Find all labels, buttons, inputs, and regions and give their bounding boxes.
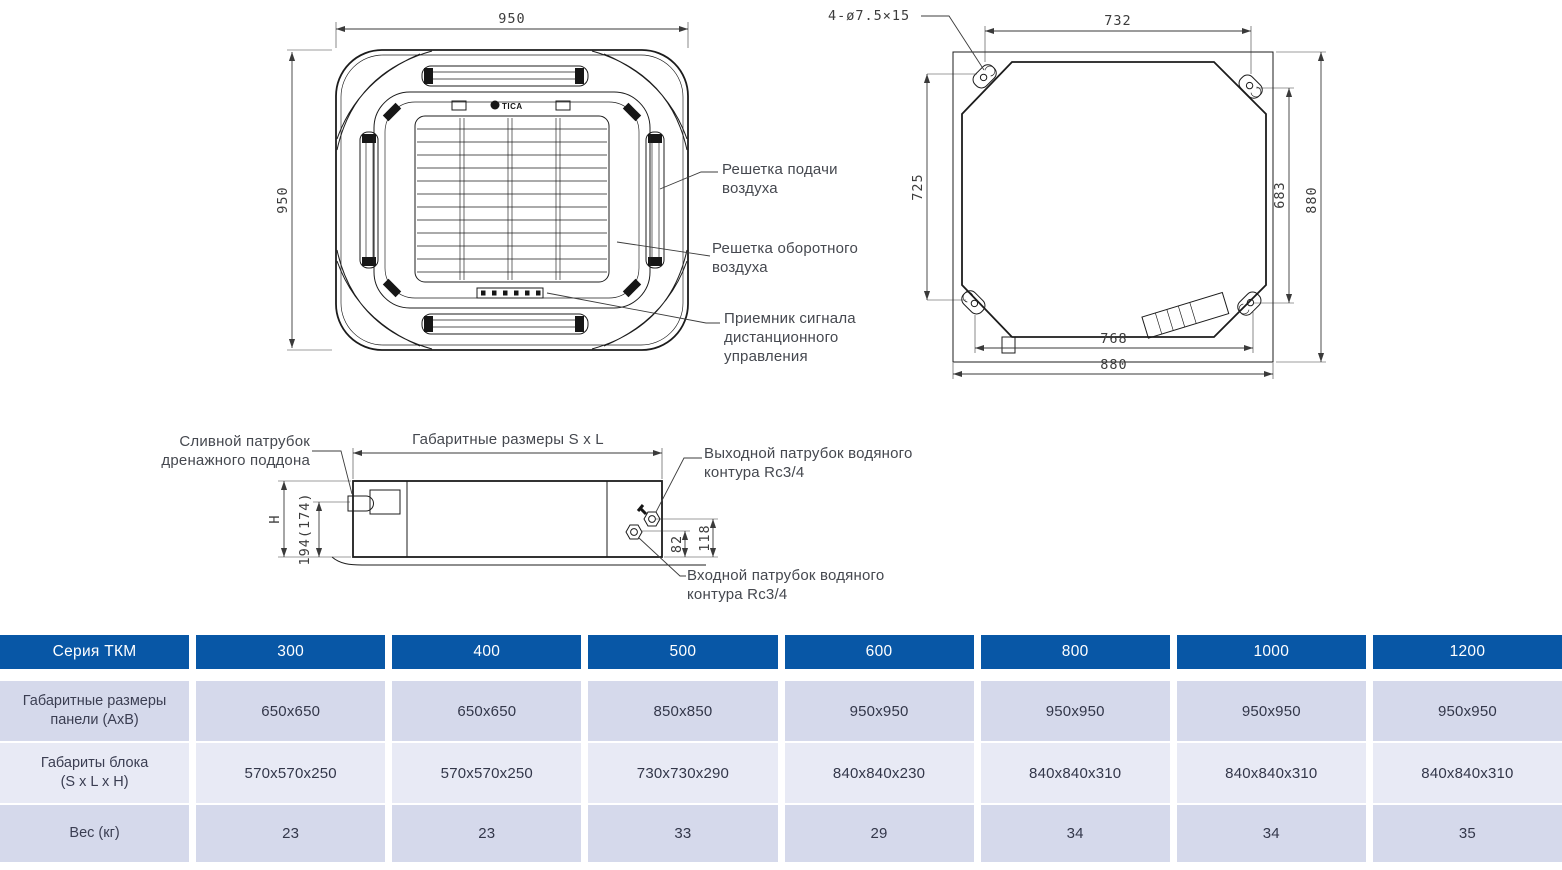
spec-cell: 950x950 — [1372, 681, 1562, 741]
row-label-line1: Вес (кг) — [69, 825, 120, 842]
spec-cell: 23 — [196, 805, 386, 862]
spec-cell: 850x850 — [588, 681, 778, 741]
mounting-lug — [961, 290, 986, 315]
water-outlet-label: Выходной патрубок водяного контура Rc3/4 — [704, 445, 913, 482]
front-view-drawing: 950 950 — [275, 11, 720, 351]
overall-dimensions-label: Габаритные размеры S x L — [412, 431, 604, 448]
model-header-cell: 400 — [392, 635, 582, 669]
brand-logo-text: TICA — [502, 102, 523, 111]
side-dim-194: 194(174) — [297, 492, 313, 565]
row-label-line2: (S x L x H) — [60, 774, 129, 790]
spec-cell: 29 — [784, 805, 974, 862]
row-label-panel-dimensions: Габаритные размеры панели (АхВ) — [0, 681, 190, 741]
drain-tab — [1001, 336, 1016, 354]
spec-cell: 570x570x250 — [196, 743, 386, 803]
row-label-line1: Габаритные размеры — [22, 693, 167, 710]
spec-cell: 840x840x230 — [784, 743, 974, 803]
terminal-block — [1141, 291, 1230, 339]
spec-cell: 840x840x310 — [1372, 743, 1562, 803]
top-dim-732: 732 — [1104, 13, 1131, 29]
side-view-drawing: H 194(174) 82 118 — [267, 448, 718, 577]
spec-cell: 23 — [392, 805, 582, 862]
top-dim-880-right: 880 — [1304, 186, 1320, 213]
model-header-cell: 500 — [588, 635, 778, 669]
top-dim-725: 725 — [910, 173, 926, 200]
side-dim-82: 82 — [669, 535, 685, 553]
water-inlet-label: Входной патрубок водяного контура Rc3/4 — [687, 567, 885, 604]
spec-cell: 840x840x310 — [1176, 743, 1366, 803]
screw-cover-left — [451, 100, 467, 111]
model-header-cell: 800 — [980, 635, 1170, 669]
spec-table-body: Габаритные размеры панели (АхВ) 650x650 … — [0, 681, 1562, 862]
model-header-cell: 300 — [196, 635, 386, 669]
spec-cell: 950x950 — [784, 681, 974, 741]
row-label-unit-dimensions: Габариты блока (S x L x H) — [0, 743, 190, 803]
row-label-line2: панели (АхВ) — [50, 712, 139, 728]
spec-cell: 34 — [980, 805, 1170, 862]
spec-cell: 730x730x290 — [588, 743, 778, 803]
spec-cell: 840x840x310 — [980, 743, 1170, 803]
front-height-dim: 950 — [275, 186, 291, 213]
model-header-cell: 1000 — [1176, 635, 1366, 669]
water-inlet-fitting — [625, 524, 643, 540]
signal-receiver — [476, 287, 544, 299]
corner-brackets — [382, 102, 642, 298]
spec-table-header: Серия ТКМ 300 400 500 600 800 1000 1200 — [0, 635, 1562, 669]
supply-grille-label: Решетка подачи воздуха — [722, 161, 838, 198]
spec-cell: 33 — [588, 805, 778, 862]
mounting-lug — [1237, 291, 1262, 316]
return-grille-label: Решетка оборотного воздуха — [712, 240, 859, 277]
spec-table: Серия ТКМ 300 400 500 600 800 1000 1200 … — [0, 635, 1562, 862]
spec-cell: 950x950 — [980, 681, 1170, 741]
technical-drawings: 950 950 — [267, 8, 1326, 577]
water-outlet-fitting — [636, 504, 661, 527]
return-grille — [414, 115, 610, 283]
drain-fitting — [347, 495, 374, 512]
supply-louvers — [359, 65, 665, 335]
top-dim-880-bottom: 880 — [1100, 357, 1127, 373]
receiver-label: Приемник сигнала дистанционного управлен… — [724, 310, 856, 366]
side-dim-118: 118 — [697, 524, 713, 551]
spec-cell: 650x650 — [392, 681, 582, 741]
top-dim-683: 683 — [1272, 181, 1288, 208]
spec-cell: 34 — [1176, 805, 1366, 862]
spec-cell: 570x570x250 — [392, 743, 582, 803]
spec-cell: 950x950 — [1176, 681, 1366, 741]
drain-label: Сливной патрубок дренажного поддона — [161, 433, 310, 470]
model-header-cell: 600 — [784, 635, 974, 669]
row-label-line1: Габариты блока — [40, 755, 149, 772]
screw-cover-right — [555, 100, 571, 111]
top-view-drawing: 732 725 683 880 768 880 4-ø7.5×15 — [828, 8, 1326, 379]
brand-logo-icon — [490, 100, 500, 110]
mounting-lug — [972, 64, 997, 89]
series-header-cell: Серия ТКМ — [0, 635, 190, 669]
side-dim-H: H — [267, 514, 283, 523]
mounting-lug — [1238, 74, 1263, 99]
spec-cell: 650x650 — [196, 681, 386, 741]
spec-cell: 35 — [1372, 805, 1562, 862]
model-header-cell: 1200 — [1372, 635, 1562, 669]
row-label-weight: Вес (кг) — [0, 805, 190, 862]
top-dim-768: 768 — [1100, 331, 1127, 347]
mounting-holes-note: 4-ø7.5×15 — [828, 8, 910, 24]
front-width-dim: 950 — [498, 11, 525, 27]
